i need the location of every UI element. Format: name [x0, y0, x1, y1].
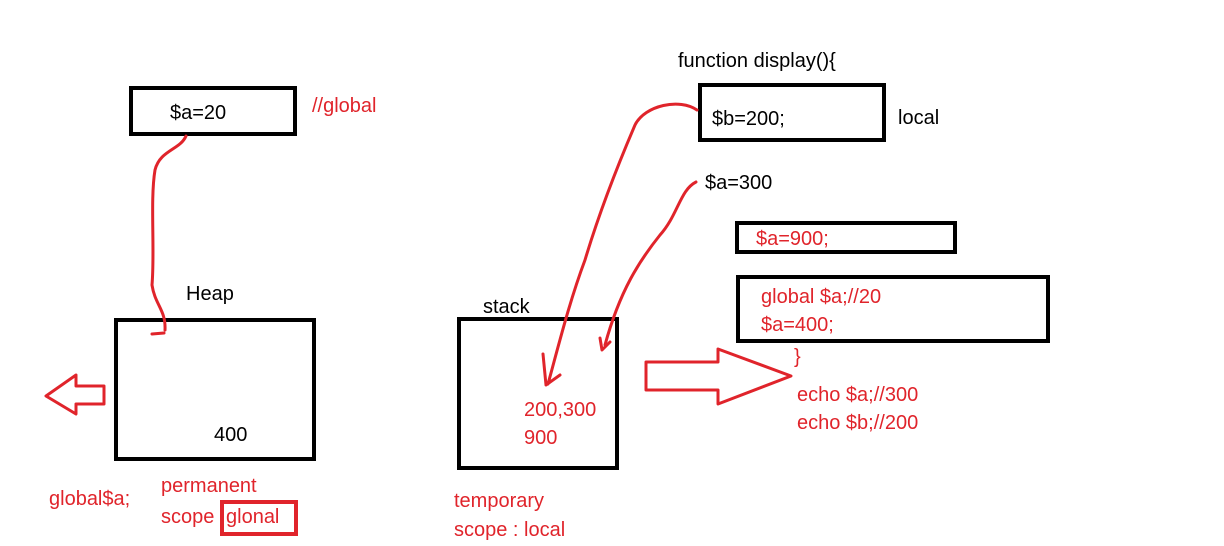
local-scope-note: scope : local — [454, 519, 566, 541]
a900-box — [735, 221, 957, 254]
local-b-text: $b=200; — [712, 108, 785, 130]
global-variable-box — [129, 86, 297, 136]
scope-highlight-box — [220, 500, 298, 536]
scope-global-word: glonal — [226, 506, 280, 528]
local-b-box — [698, 83, 886, 142]
heap-label: Heap — [186, 283, 234, 305]
global-to-heap-line — [150, 134, 188, 336]
temporary-note: temporary — [454, 490, 545, 512]
right-hollow-arrow — [644, 347, 793, 406]
permanent-note: permanent — [161, 475, 257, 497]
echo-a-line: echo $a;//300 — [797, 384, 919, 406]
echo-b-line: echo $b;//200 — [797, 412, 919, 434]
heap-value: 400 — [214, 424, 248, 446]
a900-text: $a=900; — [756, 228, 829, 250]
heap-box — [114, 318, 316, 461]
function-closing-brace: } — [794, 346, 801, 368]
stack-box — [457, 317, 619, 470]
stack-values-line1: 200,300 — [524, 399, 597, 421]
global-inside-line1: global $a;//20 — [761, 286, 882, 308]
global-variable-text: $a=20 — [170, 102, 227, 124]
local-label: local — [898, 107, 940, 129]
scope-note: scope — [161, 506, 215, 528]
a300-text: $a=300 — [705, 172, 773, 194]
left-hollow-arrow — [44, 373, 106, 416]
global-declaration-note: global$a; — [49, 488, 131, 510]
stack-label: stack — [483, 296, 530, 318]
function-header: function display(){ — [678, 50, 836, 72]
b-to-stack-arrow — [541, 102, 699, 387]
global-inside-line2: $a=400; — [761, 314, 834, 336]
a300-to-stack-arrow — [598, 180, 698, 352]
stack-values-line2: 900 — [524, 427, 558, 449]
global-inside-function-box — [736, 275, 1050, 343]
global-comment: //global — [312, 95, 377, 117]
